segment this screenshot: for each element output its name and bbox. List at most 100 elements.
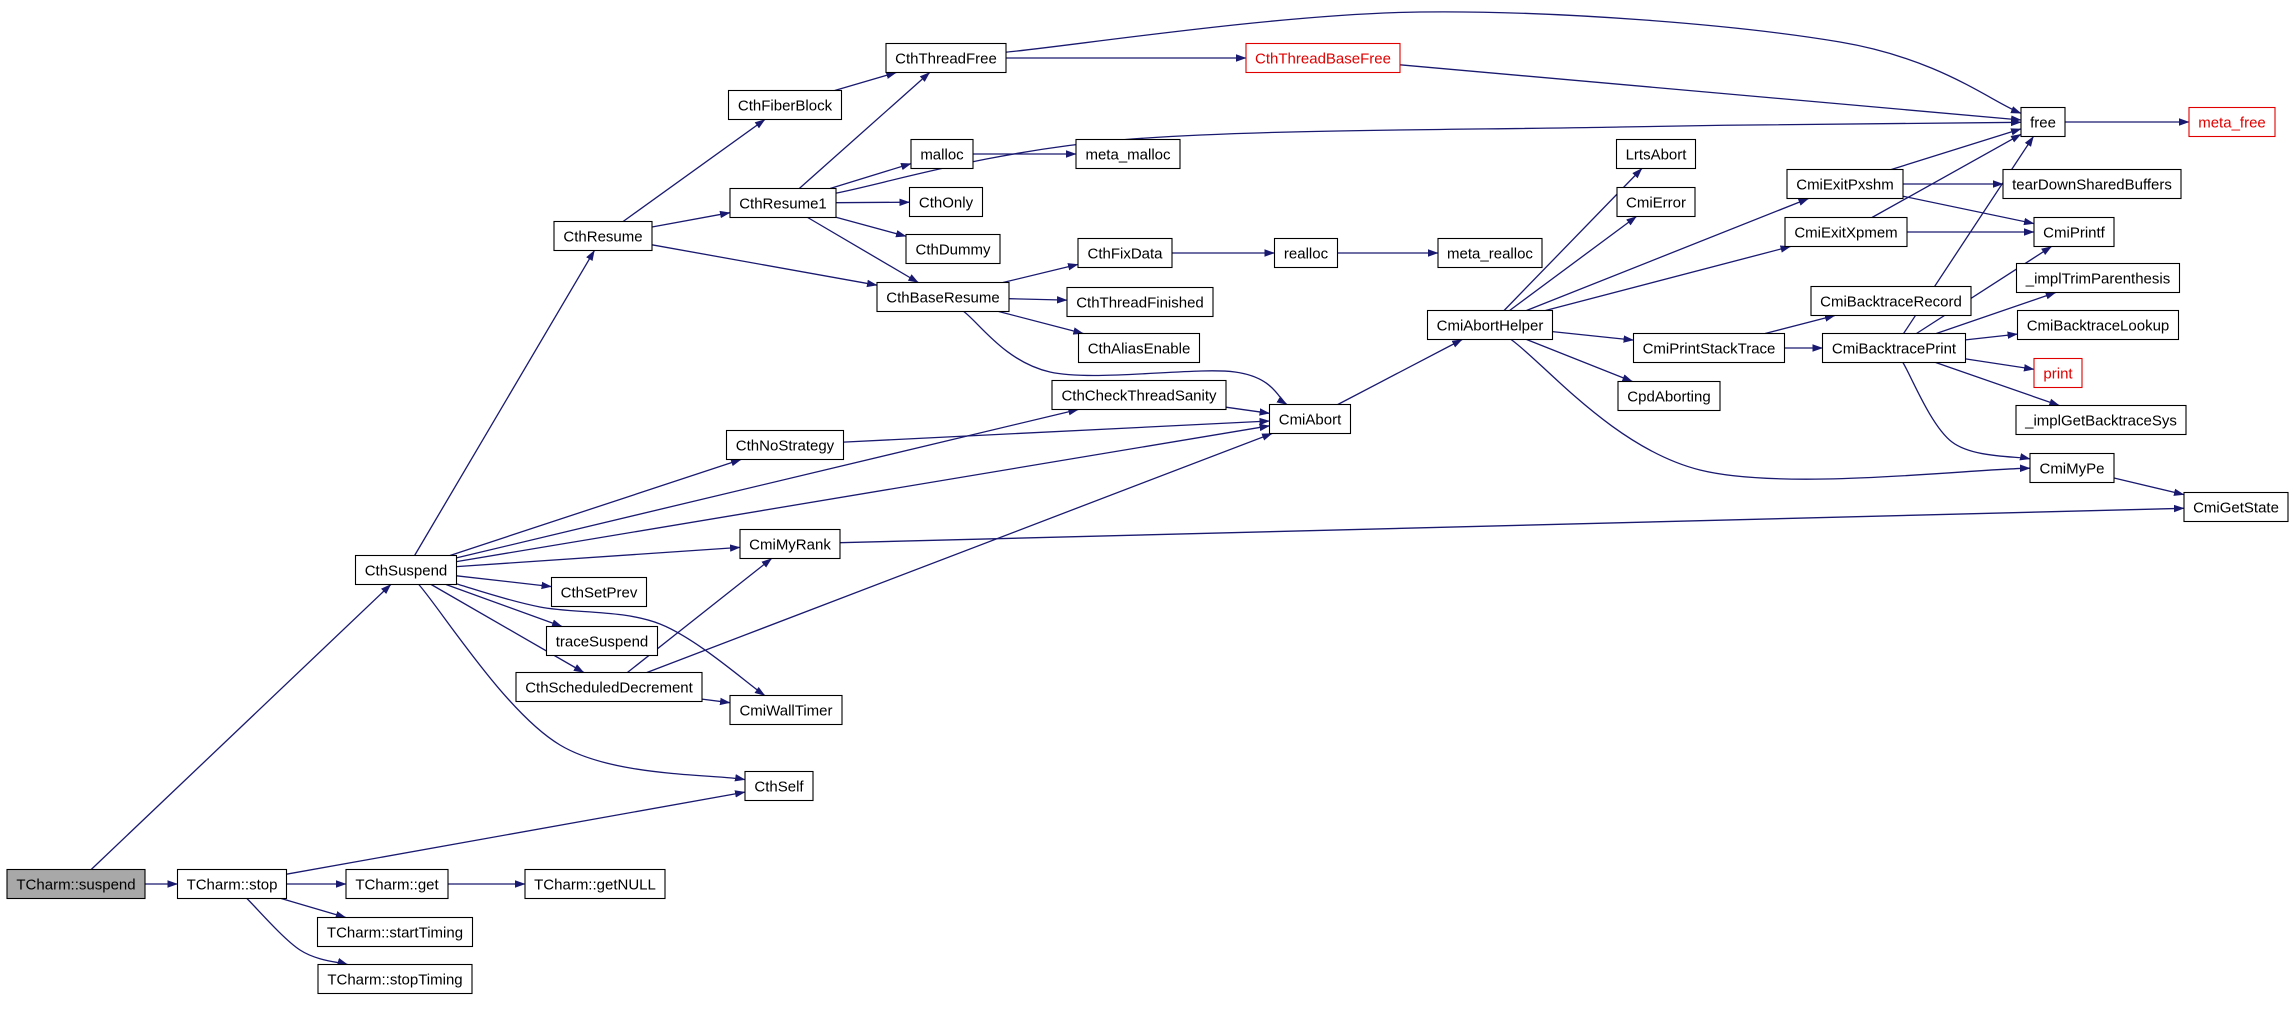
node-label: _implTrimParenthesis bbox=[2025, 271, 2171, 288]
node-box bbox=[1077, 237, 1173, 269]
node-cmibacktracerecord[interactable]: CmiBacktraceRecord bbox=[1810, 285, 1972, 317]
edge-cthsuspend-to-cthsetprev bbox=[456, 575, 552, 590]
node-box bbox=[910, 138, 974, 170]
node-cpdaborting[interactable]: CpdAborting bbox=[1617, 380, 1721, 412]
edge-cmimyrank-to-cmigetstate bbox=[839, 504, 2185, 544]
node-label: meta_free bbox=[2198, 115, 2266, 132]
node-label: CthThreadFinished bbox=[1076, 295, 1204, 312]
node-box bbox=[2029, 452, 2115, 484]
node-cthdummy[interactable]: CthDummy bbox=[905, 233, 1001, 265]
node-cththreadfree[interactable]: CthThreadFree bbox=[885, 42, 1007, 74]
node-tracesuspend[interactable]: traceSuspend bbox=[545, 625, 659, 657]
node-malloc[interactable]: malloc bbox=[910, 138, 974, 170]
node-label: CthNoStrategy bbox=[736, 438, 835, 455]
node-impltrimparenthesis[interactable]: _implTrimParenthesis bbox=[2015, 262, 2181, 294]
edge-cthresume1-to-cthbaseresume bbox=[807, 216, 919, 284]
edge-cmibacktraceprint-to-implgetbacktracesys bbox=[1935, 361, 2060, 407]
edge-cmimype-to-cmigetstate bbox=[2113, 477, 2185, 496]
node-tcharm-suspend[interactable]: TCharm::suspend bbox=[6, 868, 146, 900]
edge-tcharm-suspend-to-cthsuspend bbox=[90, 584, 392, 870]
node-cmiabort[interactable]: CmiAbort bbox=[1268, 403, 1352, 435]
node-cthscheduleddecrement[interactable]: CthScheduledDecrement bbox=[515, 671, 703, 703]
node-label: CmiError bbox=[1626, 195, 1686, 212]
node-meta-free[interactable]: meta_free bbox=[2188, 106, 2276, 138]
node-cmiprintf[interactable]: CmiPrintf bbox=[2033, 216, 2115, 248]
node-tcharm-stop[interactable]: TCharm::stop bbox=[176, 868, 288, 900]
node-box bbox=[2002, 168, 2182, 200]
edge-cmibacktraceprint-to-cmimype bbox=[1902, 362, 2031, 461]
edge-cthresume-to-cthbaseresume bbox=[651, 244, 878, 288]
node-lrtsabort[interactable]: LrtsAbort bbox=[1615, 138, 1697, 170]
node-cmiprintstacktrace[interactable]: CmiPrintStackTrace bbox=[1632, 332, 1786, 364]
node-cthfixdata[interactable]: CthFixData bbox=[1077, 237, 1173, 269]
node-label: CthResume bbox=[563, 229, 642, 246]
node-cththreadfinished[interactable]: CthThreadFinished bbox=[1066, 286, 1214, 318]
node-label: traceSuspend bbox=[556, 634, 649, 651]
node-cmibacktracelookup[interactable]: CmiBacktraceLookup bbox=[2016, 309, 2180, 341]
node-box bbox=[2020, 106, 2066, 138]
node-teardownsharedbuffers[interactable]: tearDownSharedBuffers bbox=[2002, 168, 2182, 200]
node-label: CthFiberBlock bbox=[738, 98, 833, 115]
node-cmiaborthelper[interactable]: CmiAbortHelper bbox=[1426, 309, 1554, 341]
node-box bbox=[744, 770, 814, 802]
node-box bbox=[905, 233, 1001, 265]
node-free[interactable]: free bbox=[2020, 106, 2066, 138]
node-box bbox=[1426, 309, 1554, 341]
node-label: CthAliasEnable bbox=[1088, 341, 1191, 358]
node-box bbox=[1615, 138, 1697, 170]
node-cmimyrank[interactable]: CmiMyRank bbox=[739, 528, 841, 560]
node-cthfiberblock[interactable]: CthFiberBlock bbox=[727, 89, 843, 121]
edge-cthscheduleddecrement-to-cmiabort bbox=[646, 432, 1273, 674]
node-box bbox=[1617, 380, 1721, 412]
node-tcharm-get[interactable]: TCharm::get bbox=[345, 868, 449, 900]
node-cththreadbasefree[interactable]: CthThreadBaseFree bbox=[1245, 42, 1401, 74]
node-cthresume1[interactable]: CthResume1 bbox=[729, 187, 837, 219]
node-label: CmiExitXpmem bbox=[1794, 225, 1897, 242]
node-box bbox=[524, 868, 666, 900]
node-label: CthBaseResume bbox=[886, 290, 999, 307]
edge-cthresume-to-cthfiberblock bbox=[622, 118, 766, 223]
node-meta-realloc[interactable]: meta_realloc bbox=[1437, 237, 1543, 269]
node-realloc[interactable]: realloc bbox=[1273, 237, 1339, 269]
node-cthaliasenable[interactable]: CthAliasEnable bbox=[1077, 332, 1201, 364]
node-tcharm-starttiming[interactable]: TCharm::startTiming bbox=[316, 916, 474, 948]
node-label: CmiPrintStackTrace bbox=[1643, 341, 1776, 358]
node-tcharm-getnull[interactable]: TCharm::getNULL bbox=[524, 868, 666, 900]
node-implgetbacktracesys[interactable]: _implGetBacktraceSys bbox=[2015, 404, 2187, 436]
node-label: CthThreadFree bbox=[895, 51, 997, 68]
node-cthself[interactable]: CthSelf bbox=[744, 770, 814, 802]
node-tcharm-stoptiming[interactable]: TCharm::stopTiming bbox=[317, 963, 473, 995]
node-meta-malloc[interactable]: meta_malloc bbox=[1075, 138, 1181, 170]
node-cthsetprev[interactable]: CthSetPrev bbox=[550, 576, 648, 608]
node-cthbaseresume[interactable]: CthBaseResume bbox=[876, 281, 1010, 313]
node-cmiexitxpmem[interactable]: CmiExitXpmem bbox=[1784, 216, 1908, 248]
edge-cthbaseresume-to-cmiabort bbox=[963, 310, 1288, 406]
node-cmierror[interactable]: CmiError bbox=[1616, 186, 1696, 218]
node-print[interactable]: print bbox=[2033, 357, 2083, 389]
node-box bbox=[1245, 42, 1401, 74]
node-cmimype[interactable]: CmiMyPe bbox=[2029, 452, 2115, 484]
node-cmiexitpxshm[interactable]: CmiExitPxshm bbox=[1786, 168, 1904, 200]
edge-cthsuspend-to-cthresume bbox=[414, 250, 595, 556]
edge-cthsuspend-to-cthscheduleddecrement bbox=[430, 583, 585, 674]
edge-cthbaseresume-to-cthfixdata bbox=[1002, 263, 1079, 284]
edge-cmiaborthelper-to-cmierror bbox=[1509, 215, 1637, 312]
node-cthnostrategy[interactable]: CthNoStrategy bbox=[725, 429, 845, 461]
node-cthonly[interactable]: CthOnly bbox=[908, 186, 984, 218]
node-label: TCharm::getNULL bbox=[534, 877, 656, 894]
node-cmigetstate[interactable]: CmiGetState bbox=[2183, 491, 2289, 523]
edge-cthscheduleddecrement-to-cmiwalltimer bbox=[701, 697, 731, 706]
node-label: CmiMyPe bbox=[2039, 461, 2104, 478]
node-box bbox=[2183, 491, 2289, 523]
node-cmibacktraceprint[interactable]: CmiBacktracePrint bbox=[1821, 332, 1967, 364]
node-box bbox=[729, 187, 837, 219]
node-cthsuspend[interactable]: CthSuspend bbox=[354, 554, 458, 586]
node-box bbox=[1051, 379, 1227, 411]
node-cthresume[interactable]: CthResume bbox=[553, 220, 653, 252]
node-cmiwalltimer[interactable]: CmiWallTimer bbox=[729, 694, 843, 726]
node-label: CthFixData bbox=[1087, 246, 1163, 263]
edge-tcharm-stop-to-cthself bbox=[286, 790, 746, 875]
edge-cmiaborthelper-to-cmimype bbox=[1510, 338, 2031, 480]
node-cthcheckthreadsanity[interactable]: CthCheckThreadSanity bbox=[1051, 379, 1227, 411]
edge-cmibacktraceprint-to-impltrimparenthesis bbox=[1936, 291, 2057, 335]
